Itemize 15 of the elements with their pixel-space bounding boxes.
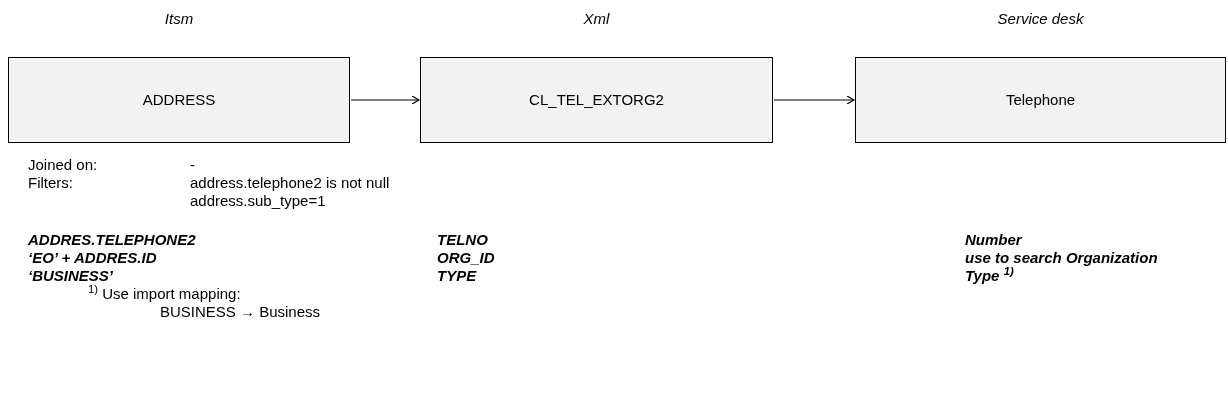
table-name: CL_TEL_EXTORG2 xyxy=(529,89,664,110)
note-text: BUSINESS → Business xyxy=(160,302,321,322)
note-text: address.sub_type=1 xyxy=(190,191,326,211)
note-text: Filters: xyxy=(28,173,73,193)
mapping-field: Number xyxy=(965,229,1022,252)
arrow xyxy=(350,95,420,105)
column-heading: Xml xyxy=(582,9,611,29)
note-text: - xyxy=(190,155,195,175)
arrow xyxy=(773,95,855,105)
note-text: Joined on: xyxy=(28,155,98,175)
table-name: Telephone xyxy=(1005,89,1076,110)
column-heading: Itsm xyxy=(163,9,195,29)
column-heading: Service desk xyxy=(996,9,1085,29)
note-text: address.telephone2 is not null xyxy=(190,173,390,193)
table-name: ADDRESS xyxy=(142,89,216,110)
